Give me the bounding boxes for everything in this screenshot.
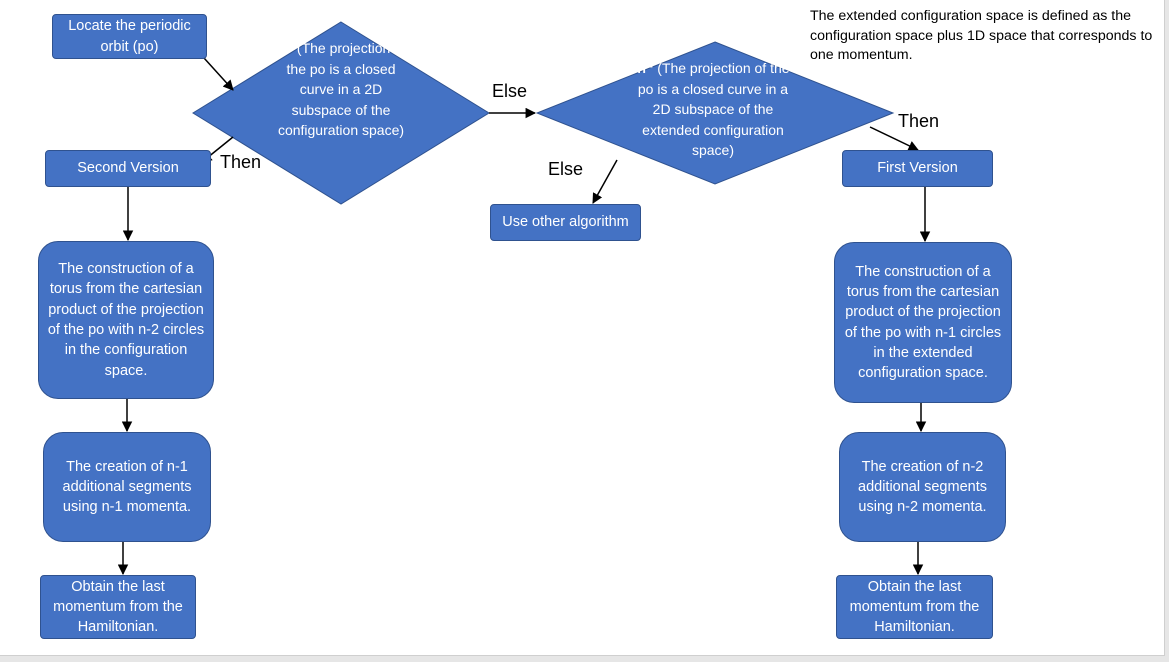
arrow-start-to-decision1	[203, 57, 234, 91]
left-last-box: Obtain the last momentum from the Hamilt…	[40, 575, 196, 639]
decision1-text: IF (The projection of the po is a closed…	[276, 37, 406, 141]
decision-diamond-2	[535, 41, 895, 185]
right-last-text: Obtain the last momentum from the Hamilt…	[849, 578, 980, 636]
left-last-text: Obtain the last momentum from the Hamilt…	[53, 578, 183, 636]
right-segments-box: The creation of n-2 additional segments …	[839, 432, 1006, 542]
left-torus-text: The construction of a torus from the car…	[47, 261, 205, 379]
left-torus-box: The construction of a torus from the car…	[38, 241, 214, 399]
first-version-text: First Version	[877, 160, 958, 177]
arrow-decision2-else	[592, 159, 618, 204]
other-algorithm-text: Use other algorithm	[502, 214, 629, 230]
else-label-lower: Else	[548, 159, 584, 179]
decision1-condition: (The projection of the po is a closed cu…	[277, 40, 406, 138]
decision-diamond-1	[192, 21, 490, 205]
start-box-text: Locate the periodic orbit (po)	[68, 18, 191, 55]
decision1-if: IF	[276, 37, 294, 58]
right-last-box: Obtain the last momentum from the Hamilt…	[836, 575, 993, 639]
decision2-if: IF	[636, 57, 654, 78]
start-box: Locate the periodic orbit (po)	[52, 14, 207, 59]
decision2-condition: (The projection of the po is a closed cu…	[637, 60, 790, 158]
arrow-decision2-then	[869, 126, 919, 151]
right-torus-text: The construction of a torus from the car…	[844, 263, 1002, 382]
extended-space-note: The extended configuration space is defi…	[810, 8, 1153, 63]
right-segments-text: The creation of n-2 additional segments …	[858, 458, 987, 516]
left-segments-text: The creation of n-1 additional segments …	[62, 458, 192, 516]
second-version-text: Second Version	[77, 160, 179, 177]
then-label-left: Then	[220, 152, 262, 172]
second-version-box: Second Version	[45, 150, 211, 187]
else-label-middle: Else	[492, 81, 528, 101]
decision2-text: IF (The projection of the po is a closed…	[628, 57, 798, 161]
left-segments-box: The creation of n-1 additional segments …	[43, 432, 211, 542]
then-label-right: Then	[898, 111, 940, 131]
right-torus-box: The construction of a torus from the car…	[834, 242, 1012, 403]
other-algorithm-box: Use other algorithm	[490, 204, 641, 241]
first-version-box: First Version	[842, 150, 993, 187]
